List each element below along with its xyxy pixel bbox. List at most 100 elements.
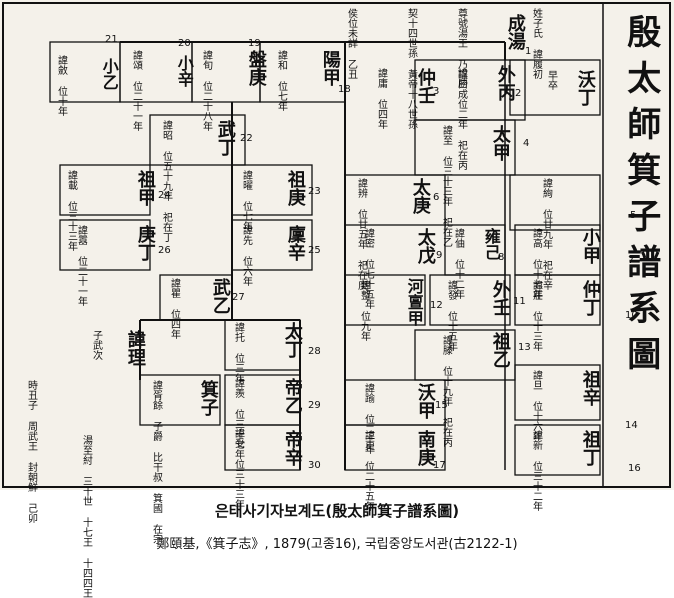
gen-1-number: 1: [525, 46, 532, 57]
gen-10-number: 10: [625, 310, 638, 321]
gen-18-note: 諱和 位七年: [275, 50, 287, 111]
bottom-notes: 湯至紂 三十世 十七王 十四四王: [80, 435, 92, 598]
gen-10-name: 仲丁: [579, 280, 601, 316]
gen-1-name: 成湯: [504, 14, 526, 50]
gen-28-name: 太丁: [281, 322, 303, 358]
chart-lines: [2, 2, 671, 488]
gen-11-note: 諱發 位十五年: [445, 280, 457, 351]
gen-24-name: 祖甲: [134, 170, 156, 206]
gen-30-number: 30: [308, 460, 321, 471]
gen-1-note: 姓子氏 諱履初: [530, 8, 542, 79]
jizi-name: 箕子: [197, 380, 219, 416]
gen-11-name: 外壬: [489, 280, 511, 316]
gen-20-note: 諱頌 位二十一年: [130, 50, 142, 131]
top-right-note: 尊號湯王 乃諡曰成: [455, 8, 467, 99]
gen-17-name: 南庚: [414, 430, 436, 466]
lateral-notes: 侯位未詳 乙丑: [345, 8, 357, 79]
gen-2-number: 2: [515, 88, 522, 99]
gen-9-name: 太戊: [414, 228, 436, 264]
jizi-note: 諱胥餘 子爵 比干叔 箕國 在宗: [150, 380, 162, 544]
gen-17-note: 諱更 位二十五年: [362, 430, 374, 511]
gen-6-note: 諱辨 位廿五年 祀在庚: [355, 178, 367, 290]
gen-13-name: 祖乙: [489, 332, 511, 368]
gen-21-note: 諱斂 位十年: [55, 55, 67, 116]
gen-19-name: 盤庚: [245, 50, 267, 86]
gen-20-name: 小辛: [174, 55, 194, 87]
gen-23-name: 祖庚: [284, 170, 306, 206]
gen-11-number: 11: [513, 296, 526, 307]
gen-5-note: 諱絢 位廿九年 祀在辛: [540, 178, 552, 290]
gen-26-number: 26: [158, 245, 171, 256]
gen-12-number: 12: [430, 300, 443, 311]
gen-12-note: 諱整 位九年: [358, 280, 370, 341]
gen-13-note: 諱滕 位十九年 祀在丙: [440, 335, 452, 447]
gen-27-note: 諱瞿 位四年: [168, 278, 180, 339]
gen-18-name: 陽甲: [319, 50, 341, 86]
gen-9-note: 諱密 位七十五年: [362, 228, 374, 309]
gen-9-number: 9: [436, 250, 443, 261]
gen-16-name: 祖丁: [579, 430, 601, 466]
gen-28-note: 諱托 位三年: [232, 322, 244, 383]
gen-25-note: 諱先 位六年: [240, 225, 252, 286]
gen-22-name: 武丁: [214, 120, 236, 156]
gen-14-number: 14: [625, 420, 638, 431]
gen-26-name: 庚丁: [134, 225, 156, 261]
gen-7-number: 7: [628, 255, 635, 266]
gen-26-note: 諱囂 位二十一年: [75, 225, 87, 306]
gen-24-note: 諱載 位三十三年: [65, 170, 77, 251]
gen-20-number: 20: [178, 38, 191, 49]
gen-24-number: 24: [158, 190, 171, 201]
gen-2-note: 諱勝 位二年 祀在丙: [455, 68, 467, 170]
gen-15-name: 沃甲: [414, 383, 436, 419]
book-title: 殷太師箕子譜系圖: [620, 14, 661, 382]
gen-25-number: 25: [308, 245, 321, 256]
gen-14-name: 祖辛: [579, 370, 601, 406]
gen-6-name: 太庚: [409, 178, 431, 214]
gen-16-note: 諱新 位三十二年: [530, 430, 542, 511]
gen-22-note: 諱昭 位五十九年 祀在丁: [160, 120, 172, 242]
gen-29-number: 29: [308, 400, 321, 411]
gen-14-note: 諱旦 位十六年: [530, 370, 542, 441]
gen-6-number: 6: [433, 192, 440, 203]
gen-4-note: 諱至 位三十三年 祀在乙: [440, 125, 452, 247]
gen-16-number: 16: [628, 463, 641, 474]
gen-4-name: 太甲: [489, 125, 511, 161]
gen-15-number: 15: [435, 400, 448, 411]
left-notes: 時丑子 周武王 封朝鮮 己卯: [25, 380, 37, 523]
gen-7-name: 小甲: [579, 228, 601, 264]
gen-8-number: 8: [498, 252, 505, 263]
gen-18-number: 18: [338, 84, 351, 95]
jili-name: 諱理: [124, 330, 146, 366]
gen-3-number: 3: [433, 86, 440, 97]
gen-8-name: 雍己: [481, 228, 501, 260]
gen-17-number: 17: [433, 460, 446, 471]
gen-27-number: 27: [232, 292, 245, 303]
gen-27-name: 武乙: [209, 278, 231, 314]
gen-2-name: 外丙: [494, 65, 516, 101]
gen-28-number: 28: [308, 346, 321, 357]
wuci-note: 子武次: [90, 330, 102, 360]
gen-3-name: 仲壬: [414, 68, 436, 104]
gen-30-name: 帝辛: [281, 430, 303, 466]
caption: 은태사기자보계도(殷太師箕子譜系圖) 鄭頤基,《箕子志》, 1879(고종16)…: [0, 500, 674, 552]
caption-title: 은태사기자보계도(殷太師箕子譜系圖): [214, 502, 460, 520]
gen-19-note: 諱旬 位二十八年: [200, 50, 212, 131]
gen-12-name: 河亶甲: [404, 278, 424, 326]
gen-7-note: 諱高 位十七年: [530, 228, 542, 299]
gen-23-note: 諱曜 位七年: [240, 170, 252, 231]
caption-source: 鄭頤基,《箕子志》, 1879(고종16), 국립중앙도서관(古2122-1): [156, 537, 518, 552]
gen-25-name: 廩辛: [284, 225, 306, 261]
gen-5-name: 沃丁: [574, 70, 596, 106]
gen-8-note: 諱伷 位十二年: [452, 228, 464, 299]
gen-4-number: 4: [523, 138, 530, 149]
zhongren-branch: 早卒: [545, 70, 557, 90]
gen-3-note: 諱庸 位四年: [375, 68, 387, 129]
gen-15-note: 諱踰 位二十年: [362, 383, 374, 454]
gen-29-name: 帝乙: [281, 378, 303, 414]
gen-5-number: 5: [630, 210, 637, 221]
gen-21-number: 21: [105, 34, 118, 45]
gen-13-number: 13: [518, 342, 531, 353]
gen-23-number: 23: [308, 186, 321, 197]
gen-30-note: 諱受 位三十三年: [232, 428, 244, 509]
